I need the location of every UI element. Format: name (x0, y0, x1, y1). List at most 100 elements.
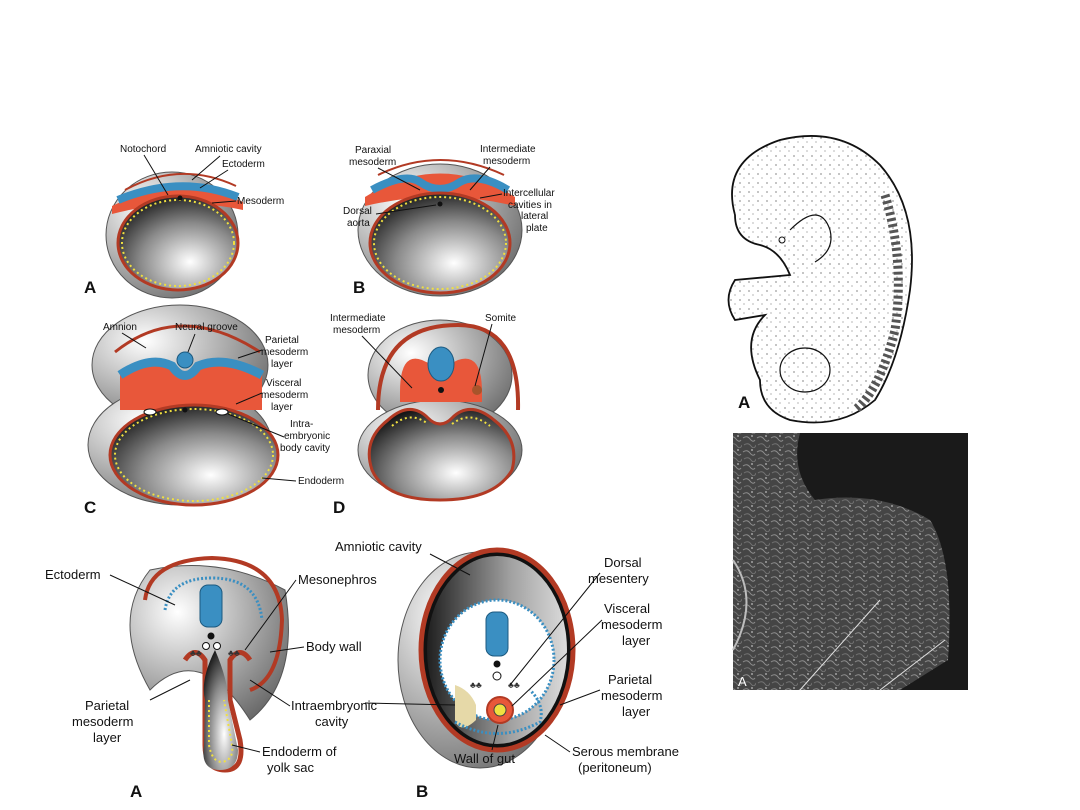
outer-shell (129, 565, 289, 721)
label-embryonic: embryonic (284, 431, 330, 442)
yolk-sac (203, 650, 238, 770)
endoderm-dots (121, 199, 235, 287)
label-parietal: Parietal (85, 698, 129, 713)
aorta-left (202, 642, 210, 650)
pharyngeal-arches (789, 214, 832, 263)
letter-bottom-a: A (130, 782, 142, 801)
diagram-top-d (357, 319, 523, 502)
body-cavity-left (143, 408, 157, 416)
label-intraembryonic: Intraembryonic (291, 698, 377, 713)
mesonephros-marks-left: ♣♣ (190, 648, 202, 658)
label-parietal-3: layer (271, 359, 293, 370)
label-visceral: Visceral (266, 378, 301, 389)
endoderm-dots (114, 408, 274, 502)
coelom-fill (455, 685, 476, 728)
label-peritoneum: (peritoneum) (578, 760, 652, 775)
label-parietal-3: layer (93, 730, 122, 745)
mesonephros-marks-right: ♣♣ (508, 680, 520, 690)
diagram-top-a (105, 171, 243, 299)
diagram-top-c (87, 304, 280, 507)
label-parietal-2: mesoderm (601, 688, 662, 703)
notochord-dot (438, 387, 444, 393)
sem-micrograph: A (732, 433, 968, 691)
labels-bottom-a: Ectoderm Mesonephros Body wall Parietal … (45, 567, 377, 801)
endoderm-dots (391, 416, 491, 427)
label-parietal-3: layer (622, 704, 651, 719)
neural-tube (485, 611, 509, 657)
label-amniotic-cavity: Amniotic cavity (195, 144, 262, 155)
endoderm-dots (373, 196, 507, 290)
aorta-dot (437, 201, 443, 207)
tissue-surface (733, 433, 950, 690)
label-aorta: aorta (347, 218, 370, 229)
label-visceral-2: mesoderm (261, 390, 308, 401)
label-ectoderm: Ectoderm (45, 567, 101, 582)
label-intercellular-3: lateral (521, 211, 548, 222)
label-intercellular-2: cavities in (508, 200, 552, 211)
label-endoderm: Endoderm (298, 476, 344, 487)
label-wall-of-gut: Wall of gut (454, 751, 515, 766)
aorta (492, 671, 502, 681)
gut-wall (182, 650, 253, 773)
ectoderm-band (116, 182, 240, 204)
label-amnion: Amnion (103, 322, 137, 333)
label-amniotic-cavity: Amniotic cavity (335, 539, 422, 554)
label-intra: Intra- (290, 419, 313, 430)
label-intercellular: Intercellular (503, 188, 555, 199)
label-mesentery: mesentery (588, 571, 649, 586)
label-endoderm-of: Endoderm of (262, 744, 337, 759)
ectoderm-band (117, 357, 265, 380)
label-ectoderm: Ectoderm (222, 159, 265, 170)
labels-top-c: Amnion Neural groove Parietal mesoderm l… (84, 322, 344, 517)
labels-top-a: Notochord Amniotic cavity Ectoderm Mesod… (84, 144, 284, 297)
label-neural-groove: Neural groove (175, 322, 238, 333)
label-yolk-sac: yolk sac (267, 760, 314, 775)
label-paraxial-2: mesoderm (349, 157, 396, 168)
letter-top-b: B (353, 278, 365, 297)
letter-top-c: C (84, 498, 96, 517)
letter-top-d: D (333, 498, 345, 517)
mesonephros-marks-left: ♣♣ (470, 680, 482, 690)
edge-highlight (732, 559, 748, 651)
eye-placode (778, 236, 786, 244)
amnion-line (114, 324, 261, 354)
gut-lumen (493, 703, 507, 717)
body-wall-outer (143, 555, 285, 692)
diagram-bottom-b: ♣♣ ♣♣ (397, 547, 576, 769)
aorta-right (213, 642, 221, 650)
label-mesoderm: Mesoderm (237, 196, 284, 207)
label-visceral-3: layer (622, 633, 651, 648)
diagram-bottom-a: ♣♣ ♣♣ (129, 555, 289, 773)
endoderm-dots (208, 699, 234, 764)
label-intermediate-2: mesoderm (333, 325, 380, 336)
somite-row (852, 193, 903, 414)
amnion-line (377, 159, 505, 176)
label-paraxial: Paraxial (355, 145, 391, 156)
label-dorsal: Dorsal (343, 206, 372, 217)
label-mesonephros: Mesonephros (298, 572, 377, 587)
ectoderm-band (370, 174, 511, 194)
yolk-sac (368, 191, 512, 295)
label-visceral-2: mesoderm (601, 617, 662, 632)
label-visceral-3: layer (271, 402, 293, 413)
label-intermediate: Intermediate (330, 313, 386, 324)
body-cavity-right (215, 408, 229, 416)
neural-groove (176, 351, 194, 369)
diagram-top-b (357, 159, 523, 297)
label-body-cavity: body cavity (280, 443, 330, 454)
ectoderm-ring (163, 576, 264, 621)
gut-yolk (367, 408, 516, 502)
label-serous: Serous membrane (572, 744, 679, 759)
notochord-dot (493, 660, 501, 668)
embryo-sketch: A (727, 135, 913, 424)
label-somite: Somite (485, 313, 517, 324)
labels-top-d: Intermediate mesoderm Somite D (330, 313, 517, 517)
label-parietal-2: mesoderm (72, 714, 133, 729)
limb-bud (779, 347, 831, 393)
label-dorsal: Dorsal (604, 555, 642, 570)
label-cavity: cavity (315, 714, 349, 729)
amnion-line (124, 172, 237, 191)
letter-bottom-b: B (416, 782, 428, 801)
mesoderm-block (120, 357, 262, 410)
